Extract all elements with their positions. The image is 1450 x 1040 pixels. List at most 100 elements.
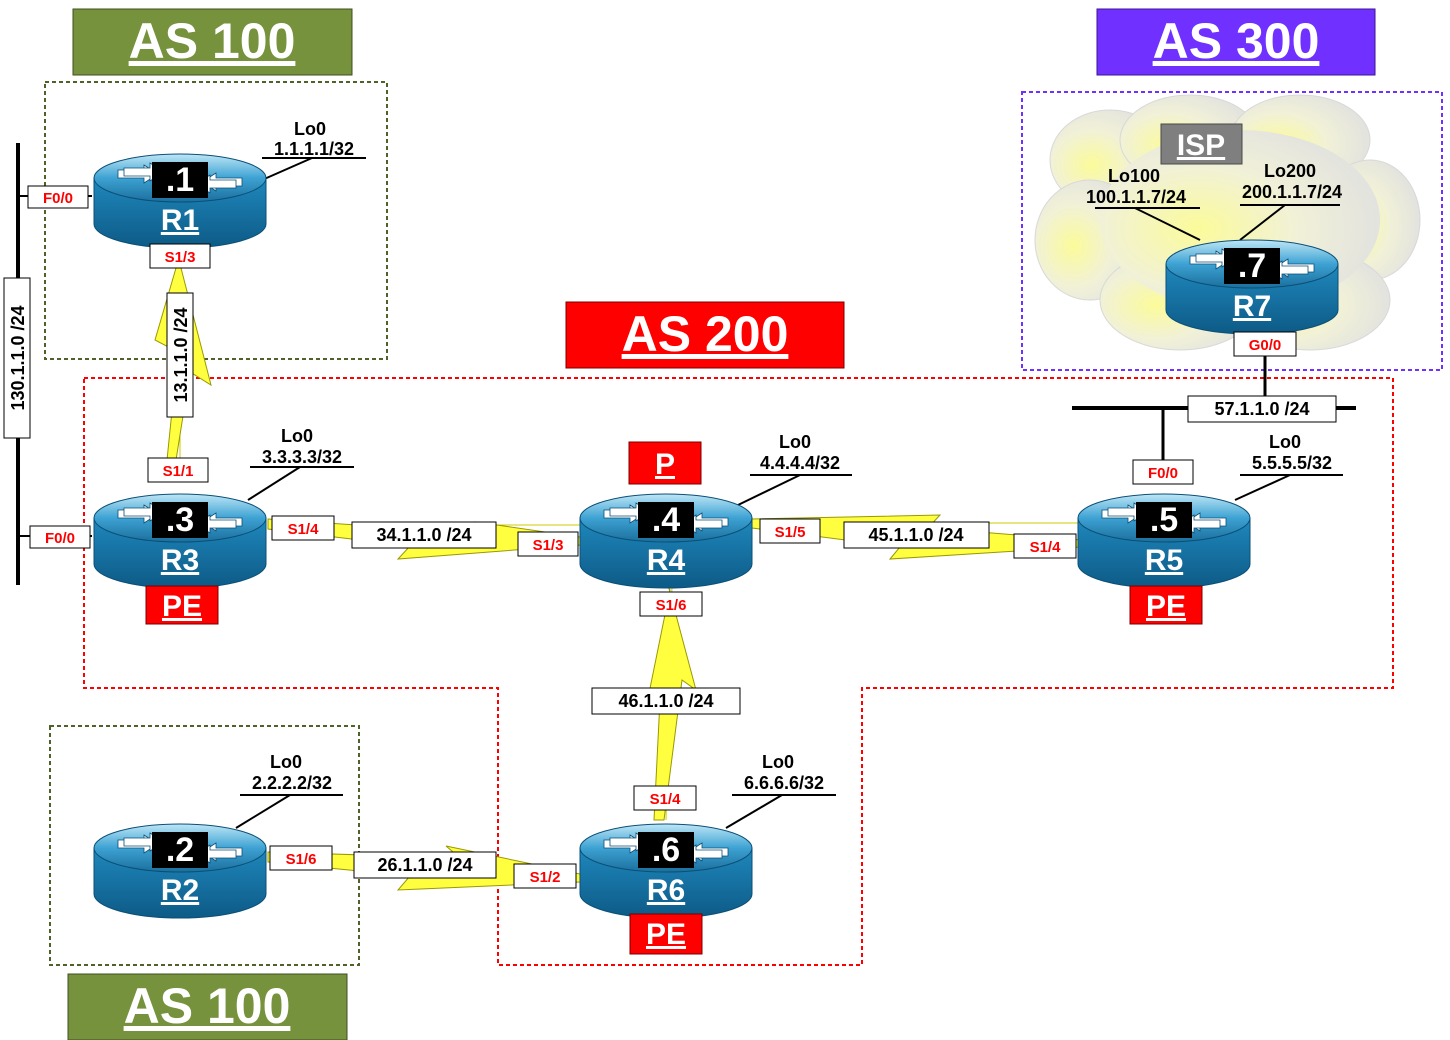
svg-text:F0/0: F0/0 [43, 190, 73, 207]
loopback-r5: Lo0 5.5.5.5/32 [1252, 432, 1332, 473]
svg-text:.2: .2 [166, 831, 194, 869]
router-r2[interactable]: .2 R2 [94, 824, 266, 918]
svg-text:P: P [655, 448, 675, 481]
router-r4[interactable]: .4 R4 [580, 494, 752, 588]
svg-text:S1/3: S1/3 [533, 537, 564, 554]
role-badge-r3: PE [146, 586, 218, 624]
svg-text:200.1.1.7/24: 200.1.1.7/24 [1242, 182, 1342, 202]
svg-text:F0/0: F0/0 [1148, 465, 1178, 482]
net-label-26: 26.1.1.0 /24 [354, 852, 496, 878]
svg-text:PE: PE [646, 918, 686, 951]
svg-text:13.1.1.0 /24: 13.1.1.0 /24 [171, 307, 191, 402]
router-r6[interactable]: .6 R6 [580, 824, 752, 918]
svg-text:Lo0: Lo0 [1269, 432, 1301, 452]
svg-text:57.1.1.0 /24: 57.1.1.0 /24 [1214, 399, 1309, 419]
iface-r4-s15: S1/5 [760, 519, 820, 543]
router-r7[interactable]: .7 R7 [1166, 240, 1338, 334]
iface-r7-g00: G0/0 [1234, 332, 1296, 356]
svg-text:2.2.2.2/32: 2.2.2.2/32 [252, 773, 332, 793]
isp-label: ISP [1161, 124, 1242, 164]
iface-r1-f00: F0/0 [28, 186, 88, 208]
loopback-r3: Lo0 3.3.3.3/32 [262, 426, 342, 467]
svg-text:ISP: ISP [1177, 129, 1225, 162]
svg-text:.5: .5 [1150, 501, 1178, 539]
svg-text:S1/2: S1/2 [530, 869, 561, 886]
svg-text:R5: R5 [1145, 544, 1183, 577]
svg-text:.7: .7 [1238, 247, 1266, 285]
svg-text:S1/4: S1/4 [650, 791, 682, 808]
role-badge-r5: PE [1130, 586, 1202, 624]
net-label-45: 45.1.1.0 /24 [844, 522, 989, 548]
net-label-130: 130.1.1.0 /24 [4, 278, 30, 438]
as100-top-title: AS 100 [73, 9, 352, 75]
role-badge-r4: P [629, 442, 701, 484]
iface-r3-s14: S1/4 [272, 516, 334, 540]
svg-text:.4: .4 [652, 501, 680, 539]
svg-text:Lo0: Lo0 [779, 432, 811, 452]
net-label-13: 13.1.1.0 /24 [167, 293, 193, 417]
iface-r3-f00: F0/0 [30, 526, 90, 548]
svg-text:R6: R6 [647, 874, 685, 907]
router-r3[interactable]: .3 R3 [94, 494, 266, 588]
svg-text:R1: R1 [161, 204, 199, 237]
svg-text:S1/4: S1/4 [1030, 539, 1062, 556]
iface-r1-s13: S1/3 [150, 244, 210, 268]
iface-r2-s16: S1/6 [270, 846, 332, 870]
svg-text:R7: R7 [1233, 290, 1271, 323]
svg-text:R2: R2 [161, 874, 199, 907]
svg-text:26.1.1.0 /24: 26.1.1.0 /24 [377, 855, 472, 875]
iface-r3-s11: S1/1 [148, 458, 208, 482]
svg-text:.6: .6 [652, 831, 680, 869]
svg-text:AS 100: AS 100 [129, 13, 296, 69]
iface-r4-s13: S1/3 [518, 532, 578, 556]
svg-text:1.1.1.1/32: 1.1.1.1/32 [274, 139, 354, 159]
iface-r6-s14: S1/4 [634, 786, 696, 810]
svg-text:4.4.4.4/32: 4.4.4.4/32 [760, 453, 840, 473]
svg-text:S1/5: S1/5 [775, 524, 806, 541]
svg-text:45.1.1.0 /24: 45.1.1.0 /24 [868, 525, 963, 545]
svg-text:Lo0: Lo0 [281, 426, 313, 446]
svg-text:R4: R4 [647, 544, 686, 577]
as100-bottom-title: AS 100 [68, 974, 347, 1040]
svg-text:130.1.1.0 /24: 130.1.1.0 /24 [8, 305, 28, 410]
iface-r4-s16: S1/6 [640, 592, 702, 616]
svg-text:100.1.1.7/24: 100.1.1.7/24 [1086, 187, 1186, 207]
router-r1[interactable]: .1 R1 [94, 154, 266, 248]
svg-text:AS 200: AS 200 [622, 306, 789, 362]
as200-title: AS 200 [566, 302, 844, 368]
loopback-r1: Lo0 1.1.1.1/32 [274, 119, 354, 159]
iface-r5-f00: F0/0 [1133, 460, 1193, 484]
net-label-46: 46.1.1.0 /24 [592, 688, 740, 714]
net-label-34: 34.1.1.0 /24 [352, 522, 496, 548]
svg-text:Lo0: Lo0 [294, 119, 326, 139]
svg-text:5.5.5.5/32: 5.5.5.5/32 [1252, 453, 1332, 473]
svg-text:G0/0: G0/0 [1249, 337, 1282, 354]
svg-text:Lo0: Lo0 [270, 752, 302, 772]
loopback-r4: Lo0 4.4.4.4/32 [760, 432, 840, 473]
svg-text:46.1.1.0 /24: 46.1.1.0 /24 [618, 691, 713, 711]
svg-text:34.1.1.0 /24: 34.1.1.0 /24 [376, 525, 471, 545]
svg-text:6.6.6.6/32: 6.6.6.6/32 [744, 773, 824, 793]
svg-text:3.3.3.3/32: 3.3.3.3/32 [262, 447, 342, 467]
svg-text:S1/4: S1/4 [288, 521, 320, 538]
as300-title: AS 300 [1097, 9, 1375, 75]
svg-text:Lo200: Lo200 [1264, 161, 1316, 181]
net-label-57: 57.1.1.0 /24 [1188, 396, 1336, 422]
svg-text:Lo0: Lo0 [762, 752, 794, 772]
loopback-r6: Lo0 6.6.6.6/32 [744, 752, 824, 793]
svg-text:.3: .3 [166, 501, 194, 539]
iface-r6-s12: S1/2 [514, 864, 576, 888]
svg-text:AS 300: AS 300 [1153, 13, 1320, 69]
role-badge-r6: PE [630, 914, 702, 954]
router-r5[interactable]: .5 R5 [1078, 494, 1250, 588]
svg-text:S1/6: S1/6 [656, 597, 687, 614]
svg-text:.1: .1 [166, 161, 194, 199]
svg-text:PE: PE [162, 590, 202, 623]
svg-text:PE: PE [1146, 590, 1186, 623]
svg-text:S1/3: S1/3 [165, 249, 196, 266]
svg-text:S1/1: S1/1 [163, 463, 194, 480]
svg-text:F0/0: F0/0 [45, 530, 75, 547]
iface-r5-s14: S1/4 [1014, 534, 1076, 558]
svg-text:S1/6: S1/6 [286, 851, 317, 868]
